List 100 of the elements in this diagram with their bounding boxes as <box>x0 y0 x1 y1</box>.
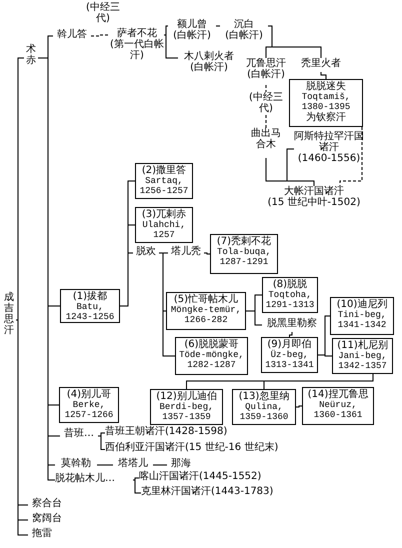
detail-text: Neüruz, 1360-1361 <box>312 400 364 420</box>
detail-text: Töde-möngke, 1282-1287 <box>178 350 245 370</box>
name-text: (13)忽里纳 <box>238 391 290 402</box>
detail-text: (15 世纪中叶-1502) <box>266 197 362 208</box>
name-text: 木八剌火者 <box>183 51 235 62</box>
name-box <box>330 297 394 335</box>
connector-line <box>132 478 140 480</box>
name-text: 沉白 <box>233 19 255 30</box>
name-text: 昔班… <box>60 428 98 444</box>
connector-line <box>289 332 292 338</box>
name-text: 脱花帖木儿… <box>55 473 133 487</box>
connector-line <box>266 158 314 186</box>
detail-text: Tola-buqa, 1287-1291 <box>216 247 272 268</box>
connector-line <box>98 432 106 436</box>
connector-line <box>152 464 168 466</box>
name-text: 萨者不花 <box>116 28 157 39</box>
name-text: 大帐汗国诸汗 <box>283 186 345 197</box>
name-text: (1)拔都 <box>72 291 108 302</box>
name-box <box>262 277 318 313</box>
detail-text: Batu, 1243-1256 <box>64 302 116 322</box>
name-text: (6)脱脱蒙哥 <box>183 339 240 350</box>
name-text: 窝阔台 <box>28 513 66 527</box>
detail-text: Sartaq, 1256-1257 <box>138 176 190 196</box>
name-text: 喀山汗国诸汗(1445-1552) <box>139 471 309 485</box>
detail-text: (白帐汗) <box>189 62 229 74</box>
connector-line <box>120 252 134 306</box>
name-text: 斡儿答 <box>53 29 91 43</box>
name-text: (4)别儿哥 <box>66 389 112 400</box>
connector-line <box>98 436 106 450</box>
detail-text: Toqtoha, 1291-1313 <box>264 290 316 310</box>
name-box <box>60 289 120 323</box>
connector-line <box>296 406 302 408</box>
connector-line <box>320 72 326 80</box>
edge-label: (中经三代) <box>84 2 122 24</box>
detail-text: (白帐汗) <box>224 30 264 42</box>
name-text: 塔塔儿 <box>113 458 153 472</box>
connector-line <box>318 354 332 356</box>
connector-line <box>132 480 142 494</box>
detail-text: (1460-1556) <box>296 153 362 165</box>
connector-line <box>204 252 210 254</box>
name-text: 那海 <box>167 458 195 472</box>
detail-text: (白帐汗) <box>246 69 286 80</box>
name-text: 西伯利亚汗国诸汗(15 世纪-16 世纪末) <box>105 442 345 457</box>
connector-line <box>268 26 322 58</box>
name-text: 脱欢 <box>133 246 159 260</box>
name-text: (14)捏兀鲁思 <box>306 389 370 400</box>
detail-text: (第一代白帐汗) <box>110 39 164 62</box>
connector-line <box>90 34 110 36</box>
name-text: (11)札尼别 <box>336 340 389 352</box>
name-box <box>135 163 193 199</box>
name-text: 莫斡勒 <box>55 458 97 472</box>
detail-text: Berke, 1257-1266 <box>64 400 114 420</box>
connector-line <box>246 310 262 326</box>
detail-text: (白帐汗) <box>172 30 212 42</box>
name-box <box>210 234 278 274</box>
name-text: (8)脱脱 <box>272 279 308 290</box>
name-text: 兀鲁思汗 <box>245 58 287 69</box>
name-box <box>261 337 318 373</box>
connector-line <box>264 374 374 390</box>
detail-text: 为钦察汗 <box>305 112 347 124</box>
detail-text: Ulahchi, 1257 <box>141 220 187 240</box>
name-text: 曲出马合木 <box>248 128 284 158</box>
detail-text: Tini-beg, 1341-1342 <box>336 310 388 330</box>
name-text: 克里林汗国诸汗(1443-1783) <box>141 486 316 500</box>
connector-line <box>96 464 114 466</box>
name-text: 额儿曾 <box>176 19 208 30</box>
connector-line <box>164 26 168 36</box>
name-box <box>150 389 223 425</box>
detail-text: Möngke-temür, 1266-282 <box>170 305 242 326</box>
name-text: 塔儿秃 <box>168 246 204 260</box>
name-box <box>59 387 119 423</box>
name-box <box>232 389 296 425</box>
connector-line <box>158 252 176 356</box>
name-box <box>175 337 248 375</box>
name-box <box>302 387 374 425</box>
name-box <box>135 207 193 243</box>
name-text: (9)月即伯 <box>266 339 313 350</box>
detail-text: Toqtamiš, 1380-1395 <box>300 92 352 112</box>
name-text: 昔班王朝诸汗(1428-1598) <box>105 426 275 440</box>
detail-text: Qulina, 1359-1360 <box>238 402 290 422</box>
name-text: 阿斯特拉罕汗国诸汗 <box>294 131 364 154</box>
name-text: (2)撒里答 <box>140 165 188 176</box>
connector-line <box>340 126 362 186</box>
name-text: 拖雷 <box>28 528 56 542</box>
connector-line <box>164 34 178 58</box>
detail-text: Üz-beg, 1313-1341 <box>264 350 315 370</box>
name-text: 术赤 <box>24 44 38 72</box>
name-box <box>332 338 393 374</box>
name-text: (12)别儿迪伯 <box>155 391 218 402</box>
name-text: 察合台 <box>28 498 66 512</box>
name-box <box>289 79 363 127</box>
name-text: 脱脱迷失 <box>305 81 347 92</box>
detail-text: Berdi-beg, 1357-1359 <box>158 402 214 422</box>
detail-text: Jani-beg, 1342-1357 <box>337 351 388 372</box>
name-box <box>166 292 246 330</box>
name-text: (5)忙哥帖木儿 <box>172 294 240 306</box>
name-text: (3)兀剌赤 <box>140 209 188 220</box>
connector-line <box>16 58 24 320</box>
name-text: (10)迪尼列 <box>336 299 388 310</box>
name-text: 成吉思汗 <box>2 292 16 348</box>
